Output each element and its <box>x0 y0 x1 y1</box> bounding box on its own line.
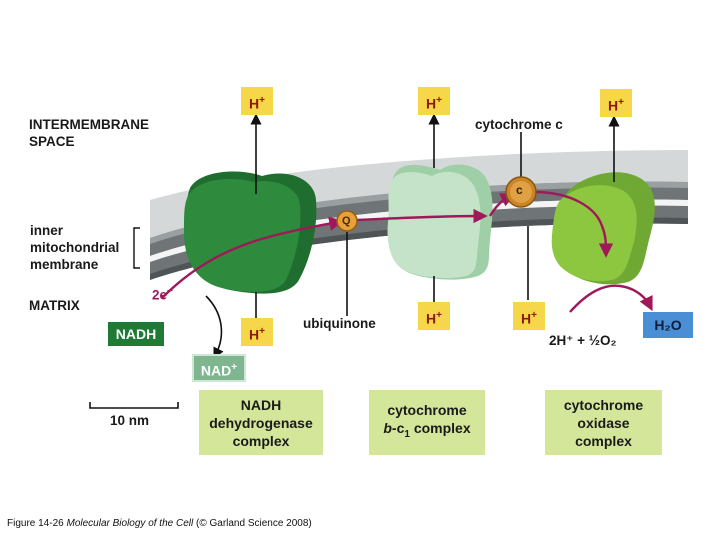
nad-plus-box: NAD+ <box>192 354 246 382</box>
proton-box-c4-top: H+ <box>600 89 632 117</box>
scale-bar-label: 10 nm <box>110 413 150 428</box>
cytochrome-c-label: cytochrome c <box>475 117 563 132</box>
proton-box-c1-bottom: H+ <box>241 318 273 346</box>
nadh-box: NADH <box>108 322 164 346</box>
complex-label-cytochrome-oxidase: cytochrome oxidase complex <box>545 390 662 455</box>
oxygen-equation: 2H⁺ + ½O₂ <box>549 333 617 348</box>
cytochrome-c-marker <box>505 176 537 208</box>
nadh-dehydrogenase-complex <box>184 171 317 294</box>
membrane-bracket <box>133 227 140 269</box>
figure-caption: Figure 14-26 Molecular Biology of the Ce… <box>7 518 312 529</box>
proton-box-c3-top: H+ <box>418 87 450 115</box>
ubiquinone-q: Q <box>342 215 351 227</box>
cytochrome-bc1-complex <box>387 164 493 280</box>
water-box: H₂O <box>643 312 693 338</box>
cytochrome-oxidase-complex <box>551 172 655 285</box>
ubiquinone-marker <box>336 210 358 232</box>
proton-box-c1-top: H+ <box>241 87 273 115</box>
complex-label-cytochrome-bc1: cytochrome b-c1 complex <box>369 390 485 455</box>
ubiquinone-label: ubiquinone <box>303 316 376 331</box>
proton-box-c4-bottom: H+ <box>513 302 545 330</box>
proton-box-c3-bottom: H+ <box>418 302 450 330</box>
matrix-label: MATRIX <box>29 298 80 313</box>
two-electrons-label: 2e− <box>152 286 173 303</box>
scale-bar <box>89 402 179 409</box>
electron-path <box>161 190 653 313</box>
nadh-to-nad-arrow <box>205 295 224 360</box>
cytochrome-c-letter: c <box>516 183 523 197</box>
complex-label-nadh-dehydrogenase: NADH dehydrogenase complex <box>199 390 323 455</box>
proton-pumping-arrows <box>205 113 620 360</box>
